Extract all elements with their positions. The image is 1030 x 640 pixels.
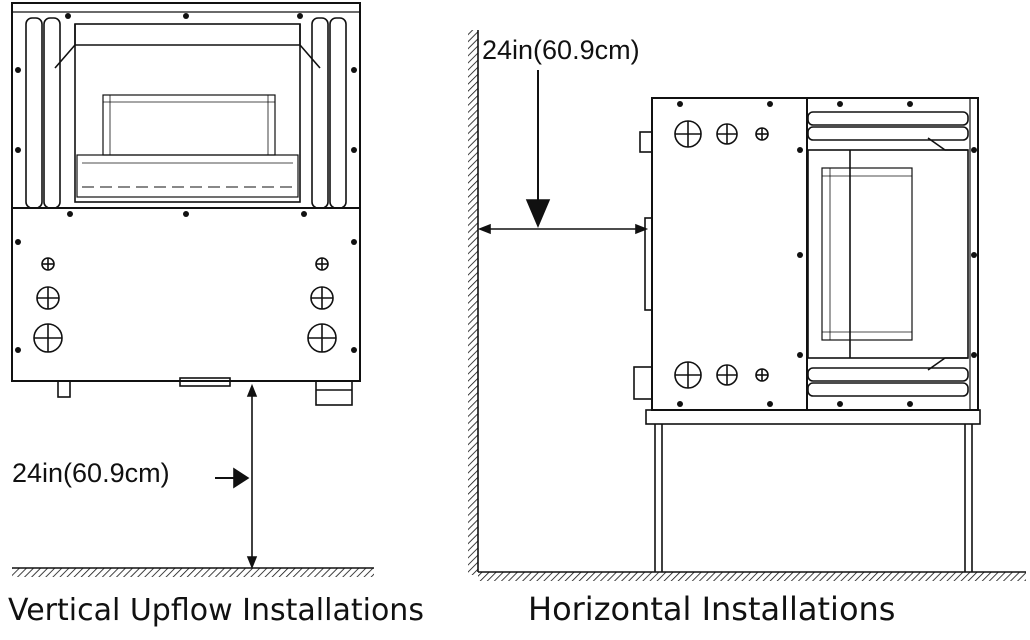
horizontal-dimension-label: 24in(60.9cm) <box>482 35 640 65</box>
vertical-clearance-dimension <box>215 383 258 570</box>
vertical-unit-screws <box>15 13 357 353</box>
horizontal-floor-hatch <box>478 571 1026 581</box>
horizontal-clearance-dimension <box>477 70 649 235</box>
horizontal-unit <box>633 97 981 572</box>
vertical-dimension-label: 24in(60.9cm) <box>12 458 170 488</box>
horizontal-unit-screws <box>677 101 977 407</box>
horizontal-caption: Horizontal Installations <box>528 590 896 628</box>
wall-hatch <box>468 30 479 575</box>
vertical-floor-hatch <box>12 567 374 577</box>
vertical-upflow-unit <box>11 2 361 406</box>
vertical-caption: Vertical Upflow Installations <box>8 593 424 628</box>
